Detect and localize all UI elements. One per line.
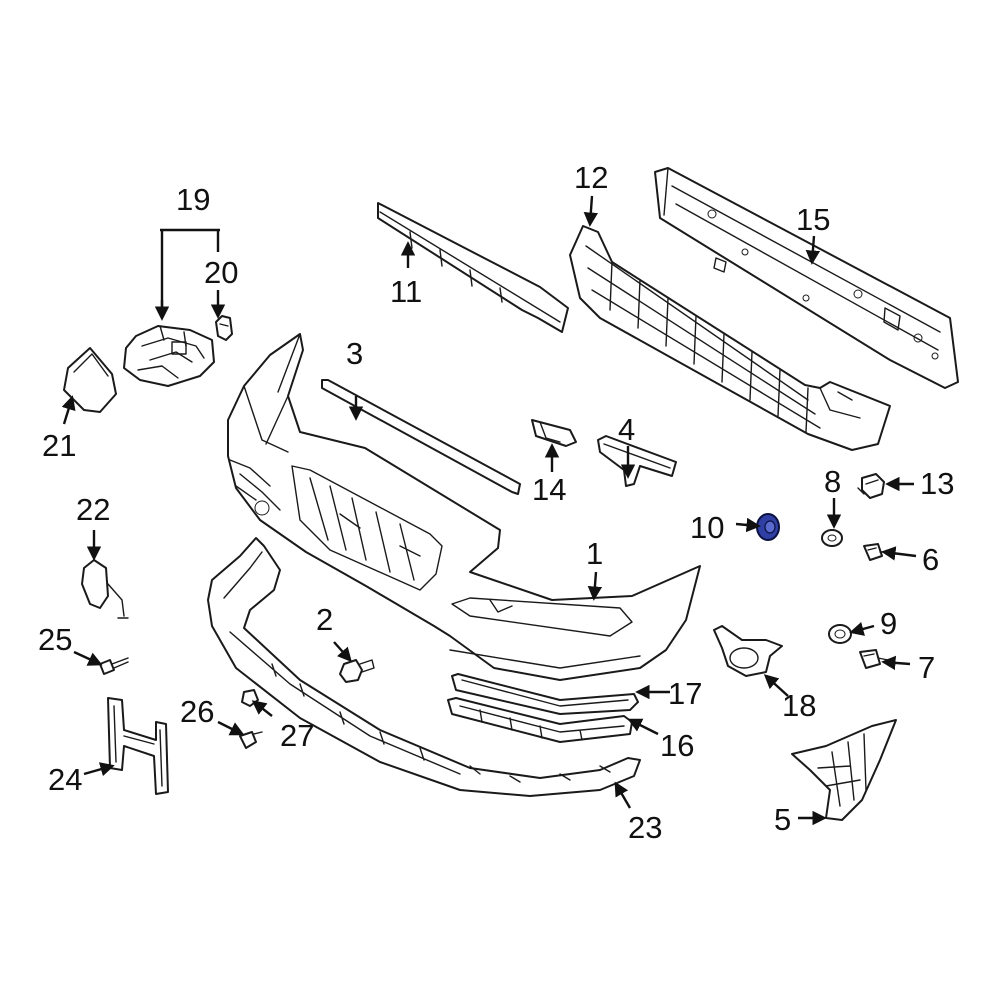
callout-27: 27 <box>280 718 314 753</box>
part-15-reinforcement-bar[interactable] <box>654 167 959 389</box>
callout-labels: 19 20 21 11 12 15 3 14 4 1 10 13 8 6 9 7… <box>38 160 954 845</box>
callout-17: 17 <box>668 676 702 711</box>
callout-2: 2 <box>316 602 333 637</box>
part-9-washer[interactable] <box>828 624 852 644</box>
callout-19: 19 <box>176 182 210 217</box>
callout-7: 7 <box>918 650 935 685</box>
callout-15: 15 <box>796 202 830 237</box>
part-25-screw[interactable] <box>99 657 129 675</box>
callout-1: 1 <box>586 536 603 571</box>
part-7-bolt[interactable] <box>859 649 889 669</box>
callout-26: 26 <box>180 694 214 729</box>
callout-4: 4 <box>618 412 635 447</box>
callout-22: 22 <box>76 492 110 527</box>
part-24-mounting-bracket[interactable] <box>107 697 169 795</box>
callout-3: 3 <box>346 336 363 371</box>
callout-16: 16 <box>660 728 694 763</box>
part-11-upper-absorber[interactable] <box>377 202 569 333</box>
callout-12: 12 <box>574 160 608 195</box>
part-19-washer-bracket[interactable] <box>123 325 215 387</box>
leader-lines <box>61 195 917 826</box>
part-14-bracket[interactable] <box>531 419 577 447</box>
part-8-washer[interactable] <box>821 529 843 547</box>
part-3-molding[interactable] <box>321 379 521 495</box>
callout-11: 11 <box>390 274 422 309</box>
callout-23: 23 <box>628 810 662 845</box>
part-5-side-bracket[interactable] <box>791 719 897 821</box>
part-20-clip[interactable] <box>215 315 233 341</box>
part-23-lower-spoiler[interactable] <box>207 537 641 797</box>
callout-13: 13 <box>920 466 954 501</box>
callout-6: 6 <box>922 542 939 577</box>
part-10-grommet[interactable] <box>756 513 780 541</box>
part-1-bumper-cover[interactable] <box>227 333 701 681</box>
callout-25: 25 <box>38 622 72 657</box>
part-2-bolt[interactable] <box>339 659 375 683</box>
part-26-screw[interactable] <box>239 731 263 749</box>
callout-20: 20 <box>204 255 238 290</box>
part-21-washer-cover[interactable] <box>63 347 117 413</box>
callout-9: 9 <box>880 606 897 641</box>
callout-10: 10 <box>690 510 724 545</box>
part-13-push-clip[interactable] <box>857 473 885 499</box>
part-22-nozzle-cap[interactable] <box>81 559 129 619</box>
callout-24: 24 <box>48 762 82 797</box>
part-12-energy-absorber[interactable] <box>569 225 891 451</box>
part-18-fog-bezel[interactable] <box>713 625 783 677</box>
part-17-grille-strip[interactable] <box>451 673 639 715</box>
callout-18: 18 <box>782 688 816 723</box>
callout-14: 14 <box>532 472 566 507</box>
callout-8: 8 <box>824 464 841 499</box>
callout-21: 21 <box>42 428 76 463</box>
callout-5: 5 <box>774 802 791 837</box>
part-4-bracket[interactable] <box>597 435 677 487</box>
